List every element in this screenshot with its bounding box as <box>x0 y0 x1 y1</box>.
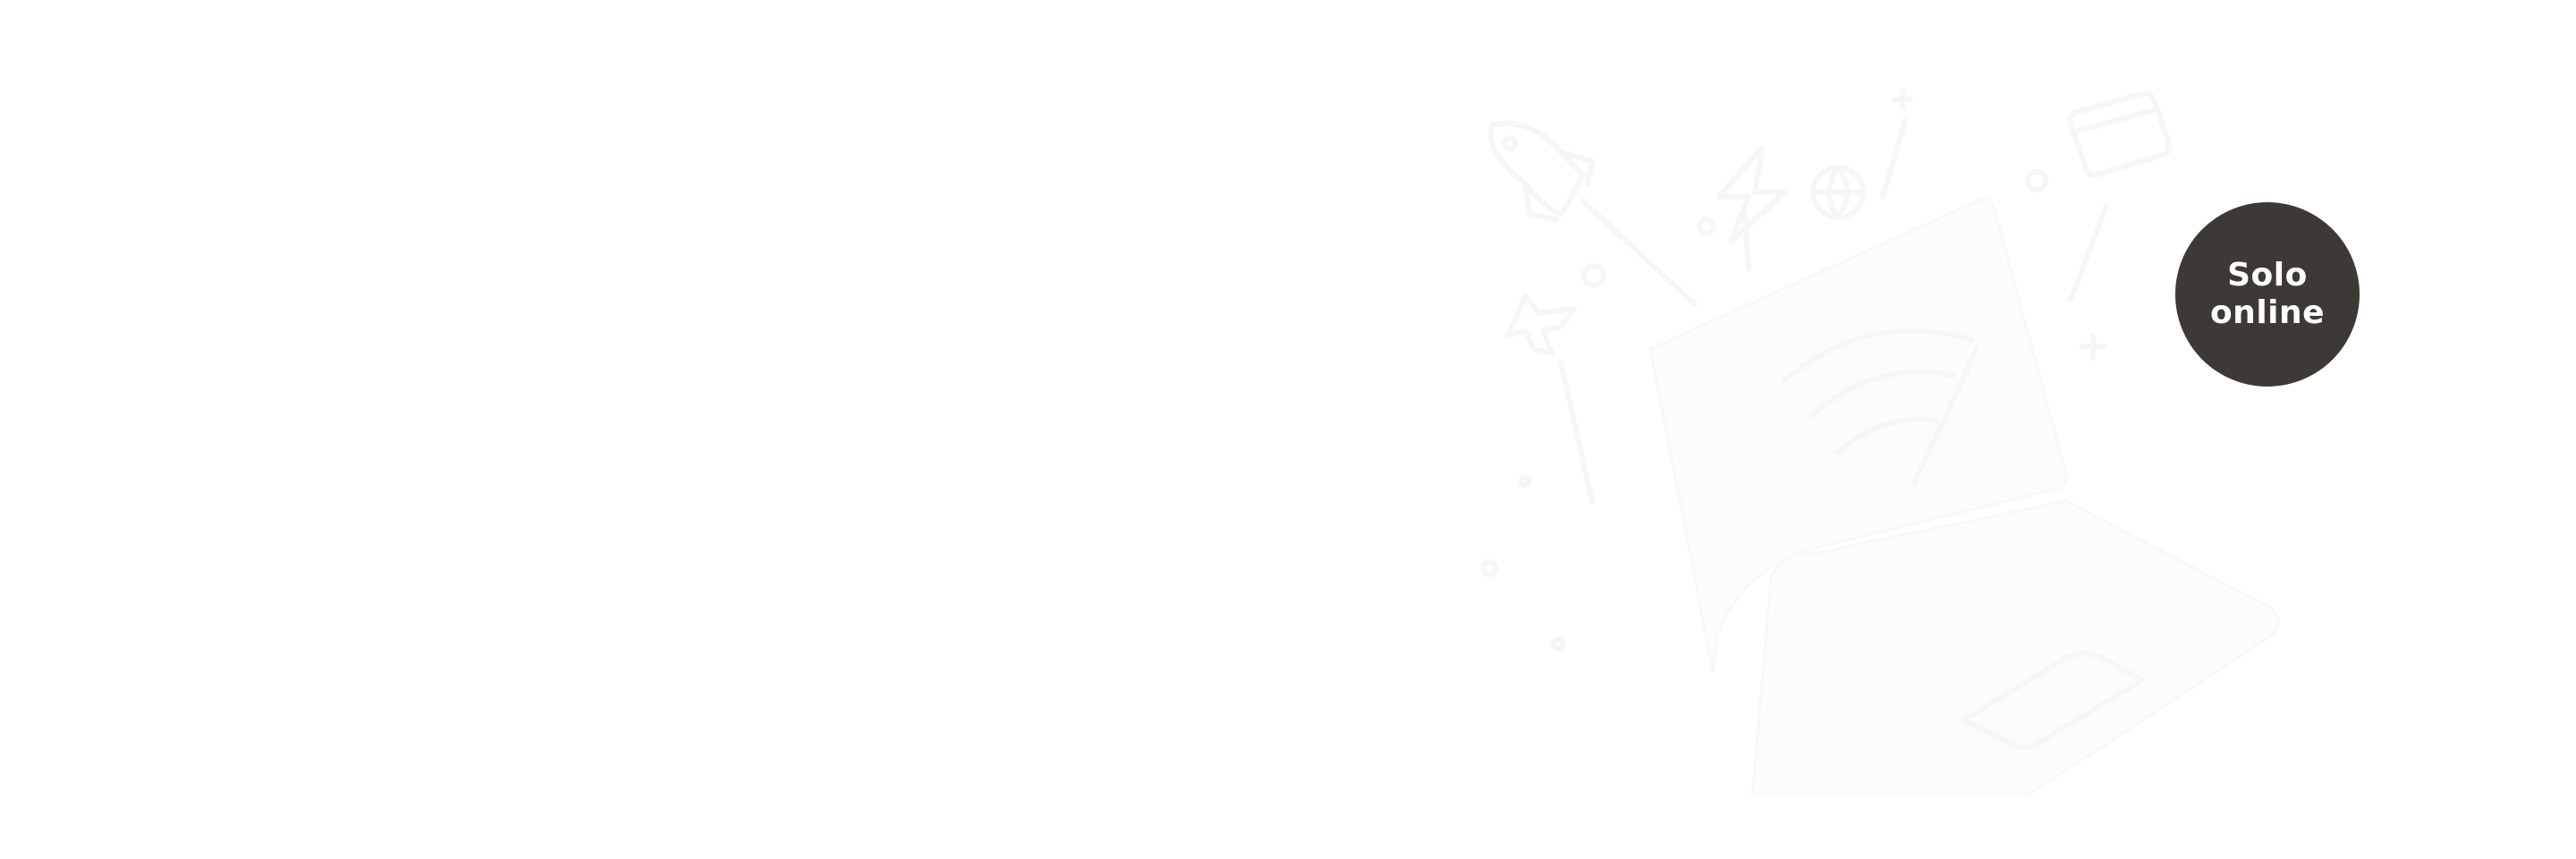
sparkle-icon <box>1880 89 1913 200</box>
decorative-circle <box>1551 637 1565 651</box>
decorative-circle <box>1697 217 1716 236</box>
lightning-icon <box>1716 145 1787 244</box>
illustration-svg <box>1480 89 2280 796</box>
solo-online-badge: Solo online <box>2175 202 2360 387</box>
airplane-icon <box>1504 293 1577 356</box>
decorative-line <box>1558 360 1595 504</box>
rocket-icon <box>1487 121 1595 222</box>
badge-line-1: Solo <box>2227 257 2308 293</box>
globe-icon <box>1810 165 1866 220</box>
plus-icon <box>2080 333 2106 361</box>
decorative-line <box>2068 203 2109 302</box>
decorative-line <box>1580 199 1698 307</box>
decorative-circle <box>1519 475 1531 488</box>
credit-card-icon <box>2067 90 2173 178</box>
decorative-circle <box>1480 559 1498 577</box>
decorative-circle <box>1581 263 1606 288</box>
background-illustration <box>1476 81 2281 796</box>
decorative-line <box>1741 203 1751 271</box>
wifi-icon <box>1782 327 1979 486</box>
decorative-circle <box>2025 169 2048 192</box>
badge-line-2: online <box>2209 294 2326 331</box>
